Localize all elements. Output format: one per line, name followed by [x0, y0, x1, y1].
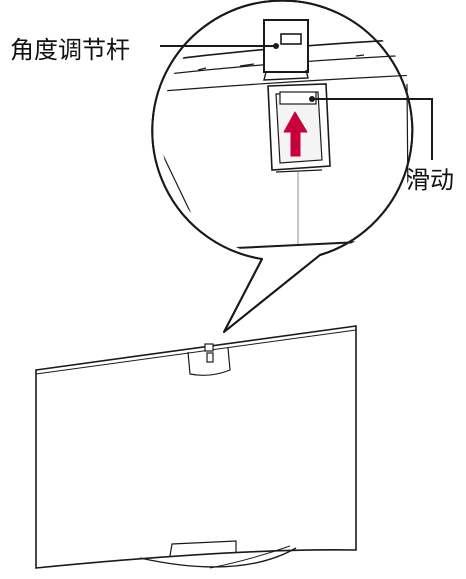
leader-dot-slide: [309, 96, 315, 102]
tv-stand-base-line: [209, 545, 291, 569]
callout-label-slide: 滑动: [406, 166, 454, 194]
angle-adjustment-bar: [263, 19, 309, 81]
tv-stand-curve: [139, 547, 297, 568]
side-panel-line-left: [161, 127, 196, 223]
tv-body: [35, 325, 357, 569]
tv-slot-small: [206, 352, 214, 363]
tv-bracket-recess: [187, 347, 231, 376]
zoom-detail: [161, 19, 419, 249]
leader-dot-angle-bar: [273, 43, 279, 49]
callout-label-angle-bar: 角度调节杆: [10, 36, 130, 64]
edge-marks: [197, 54, 365, 71]
leader-lines: [160, 43, 433, 160]
tv-stand-neck: [169, 540, 237, 557]
panel-bottom-band: [235, 241, 361, 249]
zoom-callout-outline: [151, 0, 414, 333]
back-panel-top-line: [161, 73, 419, 93]
tv-back-view: [35, 325, 357, 569]
side-panel-line-right: [406, 83, 409, 201]
tv-angle-bar-small: [204, 343, 214, 352]
leader-line-slide: [312, 98, 433, 160]
slide-up-arrow: [283, 111, 308, 157]
tv-top-edge: [35, 329, 357, 375]
